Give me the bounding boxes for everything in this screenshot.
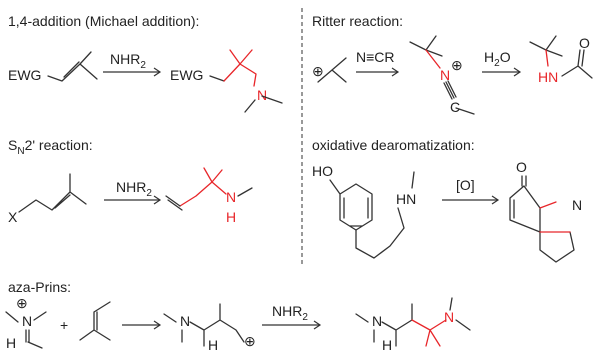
prins-product-new-bonds [411,319,447,347]
ritter-water: H2O [484,49,511,69]
michael-product-ewg: EWG [170,67,203,83]
dearom-phenol-ring [329,179,373,231]
sn2-reagent: NHR2 [116,179,152,199]
dearom-dienone [509,175,541,233]
michael-product-new-bonds [223,49,257,87]
ritter-nitrilium-charge: ⊕ [451,57,463,73]
prins-alkene [79,301,111,341]
prins-plus: + [60,317,68,333]
sn2-substrate-skeleton [18,173,87,213]
michael-title: 1,4-addition (Michael addition): [8,13,199,29]
ritter-title: Ritter reaction: [312,13,403,29]
dearom-product-n: N [572,197,582,213]
prins-product-n1: N [372,313,382,329]
michael-reagent: NHR2 [110,51,146,71]
sn2-product-new-bonds [179,167,227,207]
prins-product-skeleton [355,303,413,347]
prins-product-h: H [382,337,392,352]
prins-intermediate-h: H [208,337,218,352]
ritter-product-o: O [579,35,590,51]
prins-title: aza-Prins: [8,279,71,295]
aza-prins-panel: aza-Prins: ⊕ N H + N H ⊕ NHR2 N H N [5,279,471,352]
dearom-reagent: [O] [456,177,475,193]
prins-iminium-n: N [22,313,32,329]
prins-reagent: NHR2 [272,303,308,323]
prins-iminium-h: H [6,335,16,351]
michael-enone-skeleton [47,51,98,82]
michael-product-n: N [257,87,267,103]
dearom-title: oxidative dearomatization: [312,137,475,153]
michael-addition-panel: 1,4-addition (Michael addition): EWG NHR… [8,13,283,113]
prins-iminium-charge: ⊕ [16,295,28,311]
dearom-amine-hn: HN [396,191,416,207]
dearom-phenol-ho: HO [312,163,333,179]
prins-intermediate-skeleton [163,303,245,347]
prins-intermediate-charge: ⊕ [244,333,256,349]
prins-intermediate-n: N [180,313,190,329]
prins-product-n2: N [444,309,454,325]
sn2-product-h: H [226,209,236,225]
ritter-carbocation-skeleton [317,57,347,83]
sn2-leaving-group: X [8,209,18,225]
ritter-nitrilium-c: C [450,99,460,115]
ritter-product-hn: HN [538,69,558,85]
ritter-panel: Ritter reaction: ⊕ N≡CR N ⊕ C H2O HN O [312,13,593,115]
ritter-nitrilium-n: N [440,67,450,83]
dearom-product-o: O [516,159,527,175]
michael-ewg-label: EWG [8,67,41,83]
dearom-new-bonds [539,201,571,233]
sn2-product-n: N [226,189,236,205]
ritter-carbocation-charge: ⊕ [312,63,324,79]
sn2-title: SN2' reaction: [8,137,93,157]
sn2-prime-panel: SN2' reaction: X NHR2 N H [8,137,253,225]
dearomatization-panel: oxidative dearomatization: HO HN [O] O N [312,137,582,263]
ritter-reagent: N≡CR [356,49,395,65]
